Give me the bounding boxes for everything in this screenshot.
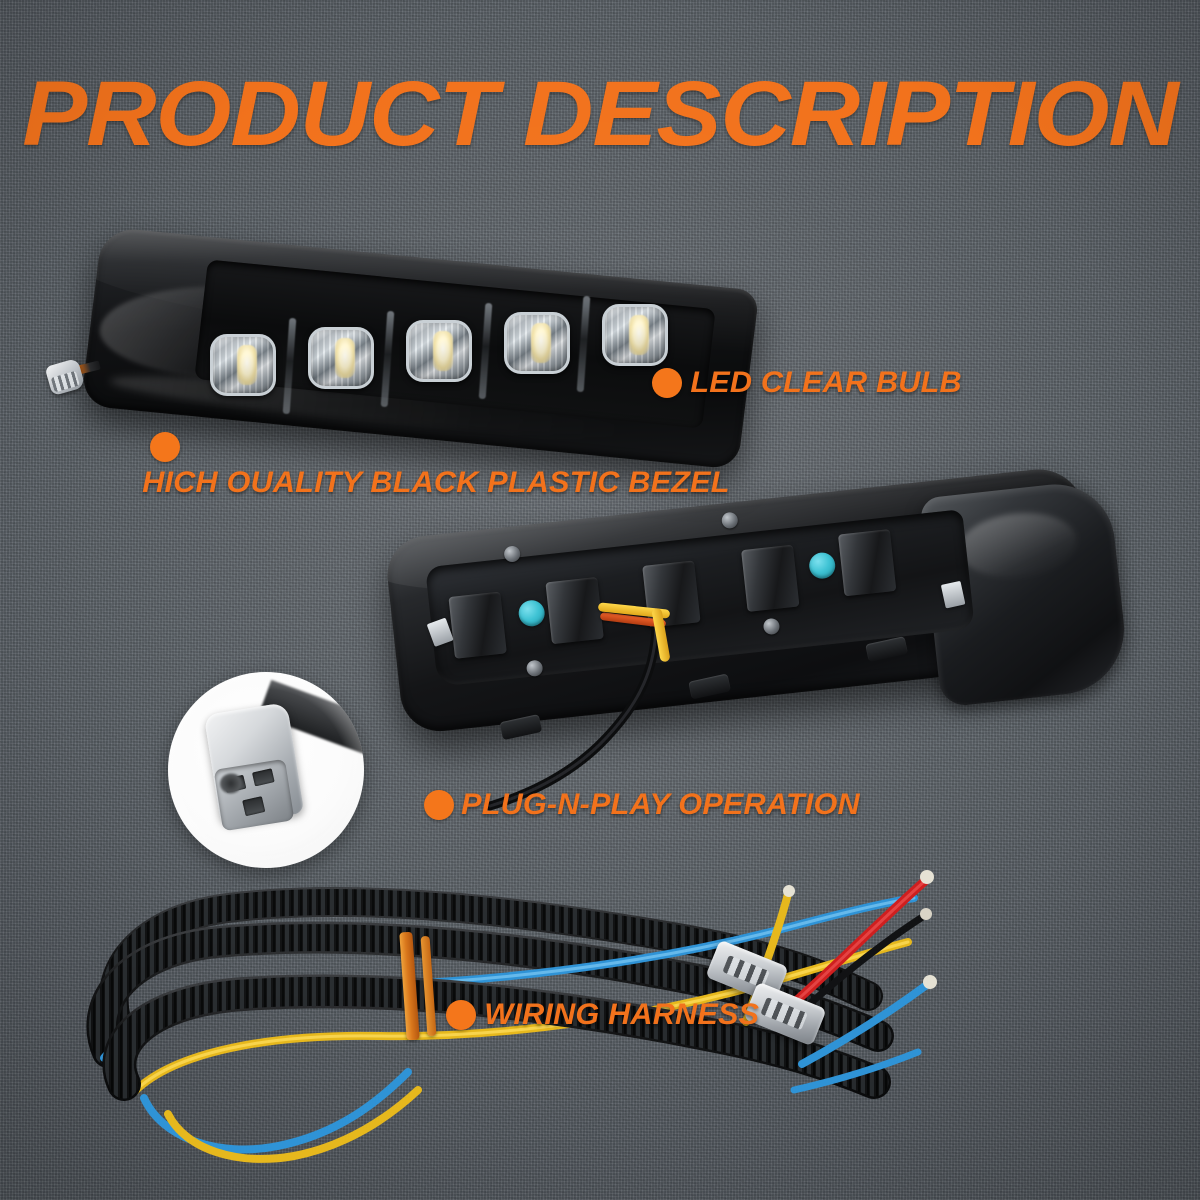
screw-boss <box>503 545 521 563</box>
connector-pin-slot <box>252 768 275 787</box>
led-lens <box>308 327 374 389</box>
callout-label: LED CLEAR BULB <box>690 366 962 399</box>
led-lens <box>406 320 472 382</box>
connector-closeup-inset <box>168 672 364 868</box>
page-title: PRODUCT DESCRIPTION <box>22 63 1179 165</box>
connector-body <box>44 357 86 397</box>
callout-led-clear-bulb: LED CLEAR BULB <box>652 366 962 400</box>
connector-pin-slot <box>242 796 266 817</box>
callout-plug-n-play: PLUG-N-PLAY OPERATION <box>424 788 860 822</box>
alignment-tab <box>940 580 966 609</box>
lens-glass <box>311 330 371 386</box>
orange-dot-icon <box>424 790 454 820</box>
lens-glass <box>507 315 567 371</box>
lens-glass <box>213 337 273 393</box>
housing-lead-cable <box>340 617 760 840</box>
callout-wiring-harness: WIRING HARNESS <box>446 998 760 1032</box>
vent-plug <box>807 551 837 580</box>
closeup-connector-face <box>213 758 295 832</box>
mounting-rib <box>837 529 897 597</box>
led-lens <box>602 304 668 366</box>
screw-boss <box>762 617 781 636</box>
callout-label: WIRING HARNESS <box>484 998 760 1031</box>
housing-pigtail-wires <box>597 596 718 666</box>
mounting-rib <box>741 544 800 612</box>
lens-glass <box>605 307 665 363</box>
callout-label: HICH OUALITY BLACK PLASTIC BEZEL <box>142 466 730 499</box>
callout-label: PLUG-N-PLAY OPERATION <box>461 788 860 821</box>
callout-black-plastic-bezel: HICH OUALITY BLACK PLASTIC BEZEL <box>142 432 729 500</box>
orange-dot-icon <box>150 432 180 462</box>
orange-dot-icon <box>652 368 682 398</box>
led-lens <box>504 312 570 374</box>
orange-dot-icon <box>446 1000 476 1030</box>
bezel-pigtail-connector <box>44 356 101 397</box>
led-bezel-assembly <box>44 226 760 474</box>
led-lens <box>210 334 276 396</box>
lens-glass <box>409 323 469 379</box>
